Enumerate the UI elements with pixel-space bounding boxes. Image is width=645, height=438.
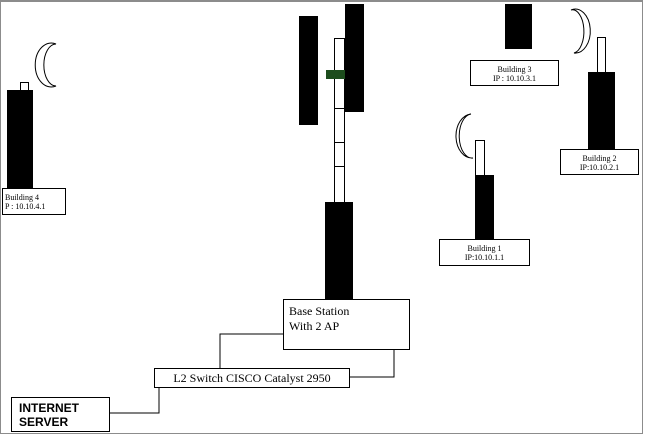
building-2-name: Building 2 — [582, 154, 617, 163]
building-4-name: Building 4 — [5, 193, 40, 202]
building-1-dish-icon — [455, 113, 474, 159]
building-4-label: Building 4 P : 10.10.4.1 — [2, 188, 66, 215]
building-1-ip: IP:10.10.1.1 — [464, 253, 505, 262]
building-4-tower — [7, 90, 33, 188]
base-station-box: Base Station With 2 AP — [283, 299, 410, 350]
building-1-tower — [475, 175, 494, 239]
building-4-ip: P : 10.10.4.1 — [5, 202, 46, 211]
building-2-label: Building 2 IP:10.10.2.1 — [560, 149, 639, 175]
building-1-label: Building 1 IP:10.10.1.1 — [439, 239, 530, 266]
l2-switch-box: L2 Switch CISCO Catalyst 2950 — [154, 368, 350, 388]
building-2-ip: IP:10.10.2.1 — [579, 163, 620, 172]
base-station-tower — [325, 202, 353, 300]
switch-to-base-station-link-right — [349, 349, 395, 378]
base-station-title: Base Station — [289, 304, 350, 318]
building-4-dish-icon — [34, 42, 57, 88]
building-1-name: Building 1 — [467, 244, 502, 253]
internet-server-subtitle: SERVER — [19, 415, 69, 429]
mast-segment-divider — [334, 142, 345, 143]
mast-segment-divider — [334, 108, 345, 109]
building-1-antenna-mast — [475, 140, 485, 176]
building-3-ip: IP : 10.10.3.1 — [492, 74, 537, 83]
access-point-panel-right — [345, 4, 364, 112]
building-3-name: Building 3 — [497, 65, 532, 74]
switch-to-base-station-link-left — [219, 333, 283, 368]
server-to-switch-link — [110, 388, 160, 414]
internet-server-title: INTERNET — [19, 401, 79, 415]
antenna-bracket — [326, 70, 345, 79]
building-3-tower — [505, 4, 532, 49]
building-3-label: Building 3 IP : 10.10.3.1 — [470, 60, 559, 86]
building-2-dish-icon — [570, 8, 591, 54]
base-station-mast — [334, 38, 345, 203]
building-2-antenna-mast — [597, 37, 606, 73]
internet-server-box: INTERNET SERVER — [11, 397, 110, 432]
mast-segment-divider — [334, 166, 345, 167]
base-station-subtitle: With 2 AP — [289, 319, 340, 333]
access-point-panel-left — [299, 16, 318, 125]
l2-switch-label: L2 Switch CISCO Catalyst 2950 — [173, 371, 331, 385]
building-2-tower — [588, 72, 615, 149]
